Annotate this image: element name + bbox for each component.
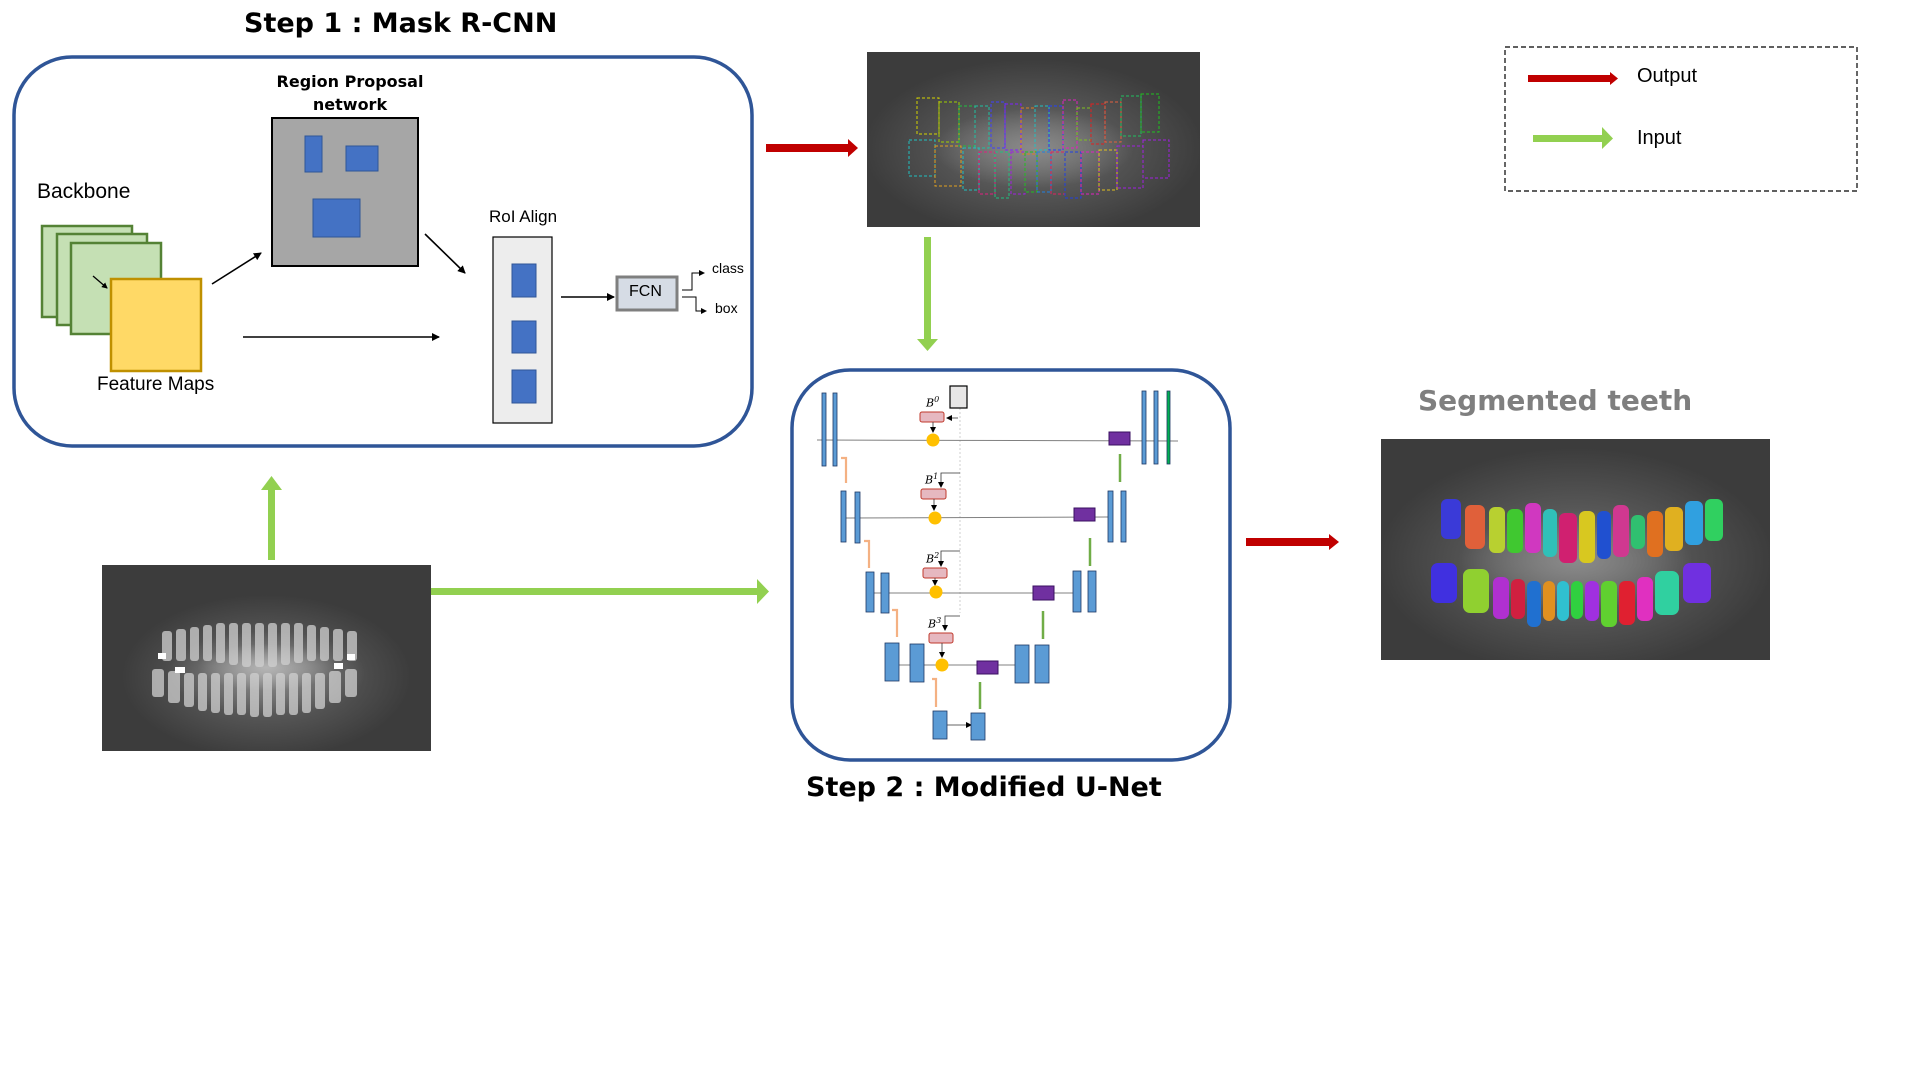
step1-frame: [12, 55, 754, 448]
unet-diagram: [816, 385, 1179, 741]
unet-output-layer: [1166, 390, 1171, 465]
fusion-node-1: [928, 511, 942, 525]
arrow-rpn-to-roi: [424, 233, 466, 274]
input-arrow-xray-to-step1: [261, 476, 282, 560]
unet-up-0: [1108, 431, 1131, 446]
legend-input-arrow: [1533, 127, 1613, 149]
unet-dec-3b: [1034, 644, 1050, 684]
b0-input-block: [949, 385, 968, 409]
rpn-label-line1: Region Proposal: [276, 72, 424, 91]
fcn-block: [615, 275, 679, 312]
input-xray-image: [102, 565, 431, 751]
b3-label: B3: [928, 616, 942, 631]
detection-xray-image: [867, 52, 1200, 227]
roi-feature-3: [511, 369, 537, 404]
arrow-features-to-rpn: [211, 252, 262, 285]
input-arrow-xray-to-unet: [360, 579, 769, 604]
segmented-teeth-title: Segmented teeth: [1418, 384, 1693, 417]
unet-dec-2b: [1087, 570, 1097, 613]
unet-dec-1a: [1107, 490, 1114, 543]
unet-dec-2a: [1072, 570, 1082, 613]
b3-block: [928, 632, 954, 644]
roi-feature-2: [511, 320, 537, 354]
fcn-box-branch: [682, 296, 707, 314]
segmented-xray-image: [1381, 439, 1770, 660]
legend-output-label: Output: [1637, 65, 1698, 87]
unet-enc-0b: [832, 392, 838, 467]
b2-label: B2: [926, 551, 940, 566]
step1-title: Step 1 : Mask R-CNN: [244, 8, 558, 39]
unet-dec-3a: [1014, 644, 1030, 684]
unet-bottleneck-b: [970, 712, 986, 741]
unet-dec-1b: [1120, 490, 1127, 543]
segmentation-masks-overlay: [1431, 499, 1723, 627]
b1-label: B1: [925, 472, 939, 487]
unet-bottleneck-a: [932, 710, 948, 740]
rpn-label: Region Proposal network: [270, 70, 430, 116]
b0-block: [919, 411, 945, 423]
detection-boxes-overlay: [908, 93, 1170, 199]
input-teeth-overlay: [152, 623, 357, 717]
b2-block: [922, 567, 948, 579]
fusion-node-0: [926, 433, 940, 447]
unet-enc-0a: [821, 392, 827, 467]
step2-frame: [790, 368, 1232, 762]
unet-enc-3b: [909, 643, 925, 683]
unet-up-2: [1032, 585, 1055, 601]
fusion-node-3: [935, 658, 949, 672]
roi-align-label: RoI Align: [489, 207, 558, 226]
unet-up-1: [1073, 507, 1096, 522]
legend-output-arrow: [1528, 72, 1618, 85]
fusion-node-2: [929, 585, 943, 599]
unet-enc-2b: [880, 572, 890, 614]
rpn-label-line2: network: [312, 95, 388, 114]
output-arrow-unet-to-segmented: [1246, 534, 1339, 550]
output-arrow-step1-to-detection: [766, 139, 858, 157]
unet-enc-1a: [840, 490, 847, 543]
box-label: box: [715, 300, 738, 316]
b0-label: B0: [926, 395, 940, 410]
proposal-box-2: [345, 145, 379, 172]
legend-input-label: Input: [1637, 127, 1682, 149]
step2-title: Step 2 : Modified U-Net: [806, 772, 1162, 803]
proposal-box-3: [312, 198, 361, 238]
unet-dec-0a: [1141, 390, 1147, 465]
proposal-box-1: [304, 135, 323, 173]
backbone-stack: [40, 224, 203, 373]
roi-feature-1: [511, 263, 537, 298]
backbone-label: Backbone: [37, 180, 131, 203]
unet-enc-1b: [854, 491, 861, 544]
class-label: class: [712, 260, 744, 276]
fcn-label: FCN: [629, 283, 662, 300]
unet-up-3: [976, 660, 999, 675]
input-arrow-detection-to-unet: [917, 237, 938, 351]
b1-block: [920, 488, 947, 500]
feature-maps-label: Feature Maps: [97, 374, 215, 395]
unet-enc-2a: [865, 571, 875, 613]
fcn-class-branch: [682, 270, 705, 291]
region-proposal-network: [271, 117, 419, 267]
unet-dec-0b: [1153, 390, 1159, 465]
legend-box: [1504, 46, 1858, 192]
feature-map: [109, 277, 203, 373]
unet-enc-3a: [884, 642, 900, 682]
backbone-inner-arrow: [92, 275, 108, 289]
